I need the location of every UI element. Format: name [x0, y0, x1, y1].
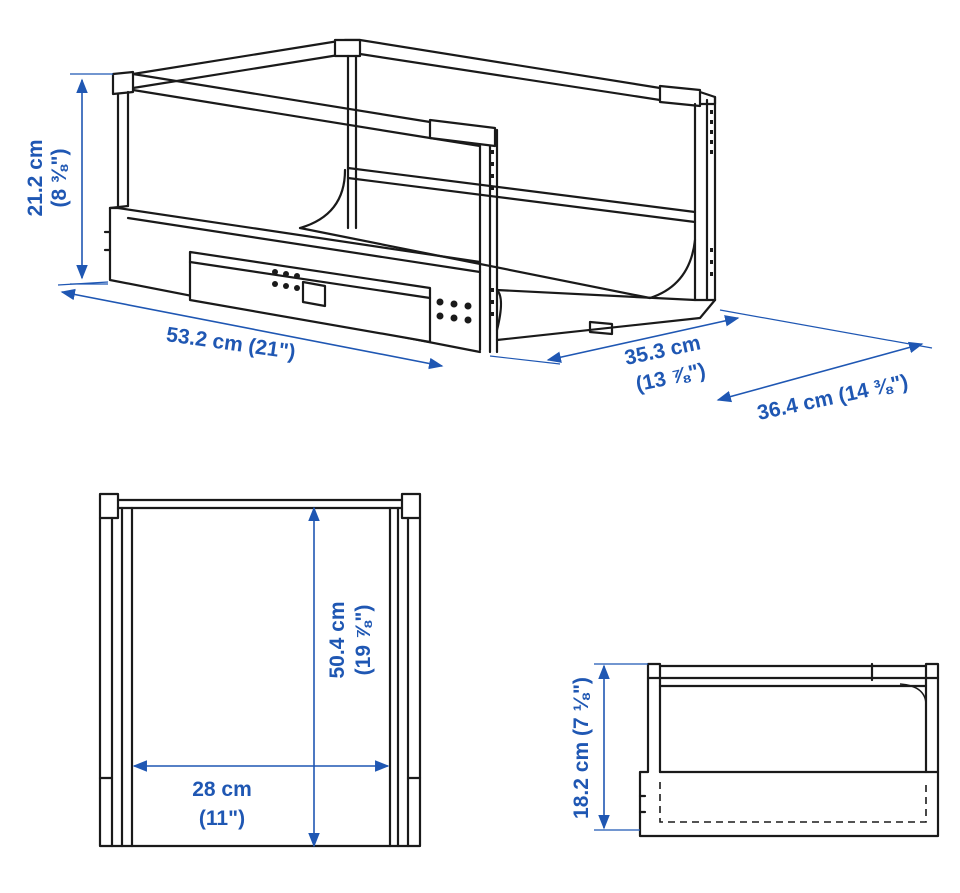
side-height-label: 18.2 cm (7 ⅛"): [570, 677, 593, 819]
height-3d-in-label: (8 ⅜"): [48, 149, 71, 208]
top-length-cm-label: 50.4 cm: [326, 601, 349, 678]
top-width-in-label: (11"): [199, 807, 245, 830]
outer-depth-3d-label: 36.4 cm (14 ⅜"): [755, 370, 910, 424]
top-view-corner-tl: [98, 492, 120, 520]
back-right-corner: [658, 84, 702, 108]
outer-depth-3d-dimension-line: [716, 341, 924, 403]
dimensions-top-view: 50.4 cm (19 ⅞") 28 cm (11"): [132, 506, 390, 848]
front-left-corner: [111, 70, 135, 96]
drawer-3d-view: [103, 38, 717, 354]
top-length-in-label: (19 ⅞"): [352, 605, 375, 676]
hidden-runner-outline: [659, 782, 927, 823]
dimensions-3d: 21.2 cm (8 ⅜") 53.2 cm (21") 35.3 cm (13…: [24, 73, 933, 425]
dimensions-side-view: 18.2 cm (7 ⅛"): [570, 663, 648, 831]
side-view-corner-right: [924, 662, 940, 680]
front-right-corner: [428, 118, 497, 148]
height-3d-cm-label: 21.2 cm: [24, 139, 47, 216]
back-left-corner: [333, 38, 362, 58]
inner-depth-3d-dimension-line: [546, 315, 740, 363]
drawer-side-view: [638, 662, 940, 838]
top-view-corner-tr: [400, 492, 422, 520]
side-view-corner-left: [646, 662, 662, 680]
drawer-top-view: [98, 492, 422, 848]
top-width-cm-label: 28 cm: [192, 778, 252, 801]
width-3d-label: 53.2 cm (21"): [165, 323, 297, 364]
width-3d-dimension-line: [60, 288, 444, 370]
